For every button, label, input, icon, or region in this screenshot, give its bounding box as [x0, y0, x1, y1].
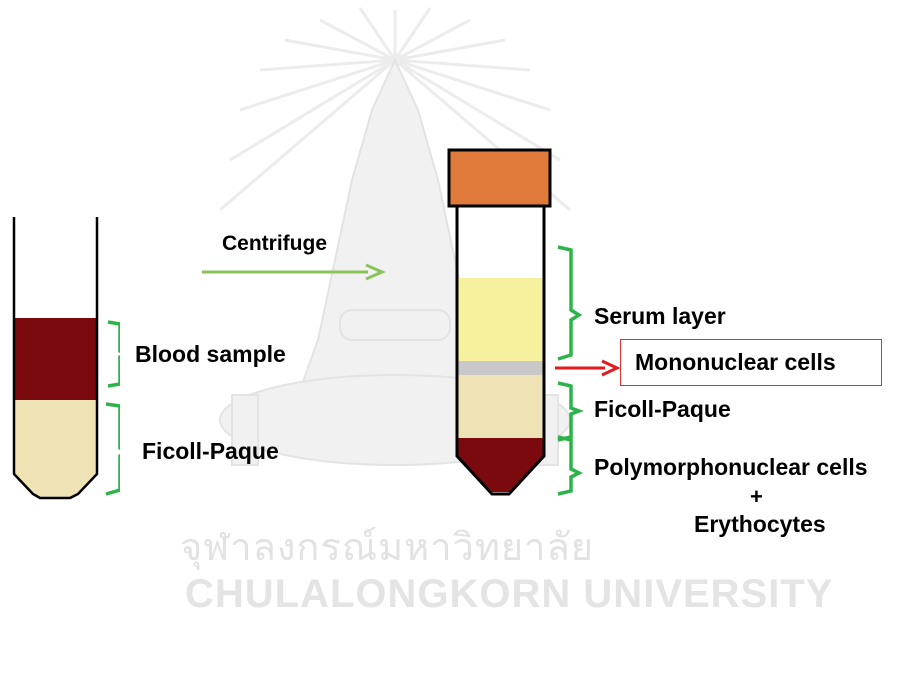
serum-layer: [457, 278, 544, 361]
bracket-pellet: [558, 437, 579, 494]
label-plus: +: [750, 486, 763, 508]
label-erythrocytes: Erythocytes: [694, 513, 826, 536]
tube-before-centrifuge: [0, 200, 120, 680]
label-ficoll-left: Ficoll-Paque: [142, 440, 279, 463]
tube-cap: [449, 150, 550, 206]
label-ficoll-right: Ficoll-Paque: [594, 398, 731, 421]
bracket-blood-sample: [108, 322, 120, 386]
watermark-thai-text: จุฬาลงกรณ์มหาวิทยาลัย: [180, 528, 594, 566]
label-polymorphonuclear-cells: Polymorphonuclear cells: [594, 456, 868, 479]
label-serum-layer: Serum layer: [594, 305, 726, 328]
mononuclear-band: [457, 361, 544, 375]
bracket-ficoll-left: [106, 404, 120, 494]
ficoll-separation-diagram: จุฬาลงกรณ์มหาวิทยาลัย CHULALONGKORN UNIV…: [0, 0, 915, 625]
ficoll-layer-left: [14, 400, 97, 498]
cell-pellet: [457, 438, 544, 492]
bracket-ficoll-right: [558, 383, 579, 440]
label-centrifuge: Centrifuge: [222, 233, 327, 254]
label-mononuclear-cells: Mononuclear cells: [635, 351, 836, 374]
centrifuge-arrow: [200, 258, 400, 288]
watermark-english-text: CHULALONGKORN UNIVERSITY: [185, 574, 833, 614]
bracket-serum-layer: [558, 247, 579, 359]
ficoll-layer-right: [457, 375, 544, 438]
label-blood-sample: Blood sample: [135, 343, 286, 366]
blood-layer: [14, 318, 97, 400]
